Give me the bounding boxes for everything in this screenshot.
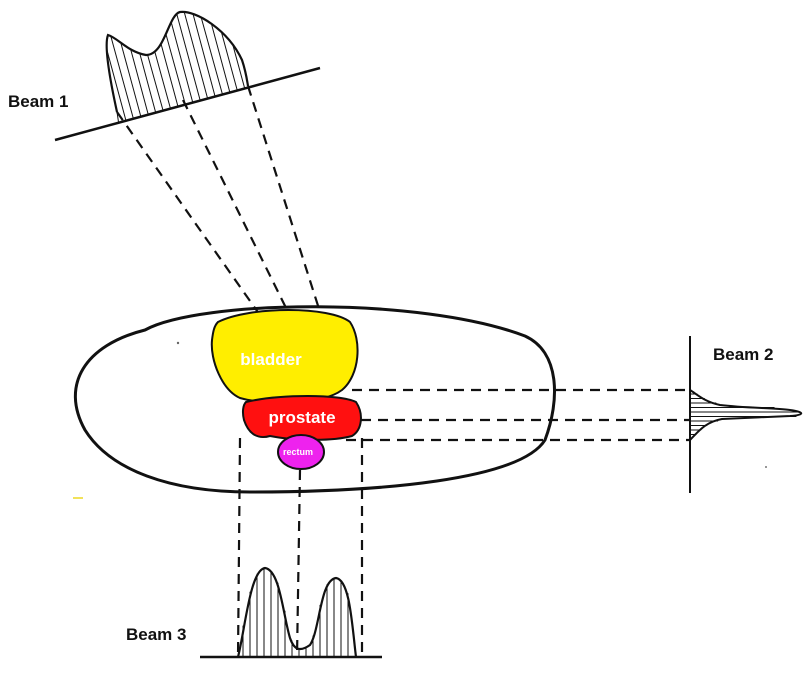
rectum-organ — [277, 434, 325, 470]
beam1-hatch-line — [160, 43, 179, 107]
beam1-hatch-line — [130, 49, 149, 115]
prostate-label: prostate — [268, 408, 335, 427]
beam1-hatch-line — [110, 35, 134, 119]
patient-body-outline — [73, 305, 556, 494]
beam1-hatch-line — [183, 11, 209, 99]
beam3-rays — [236, 437, 364, 658]
dot-mark — [765, 466, 767, 468]
dot-mark — [176, 341, 180, 345]
beam1-label: Beam 1 — [8, 92, 68, 111]
beam1-hatch-line — [232, 44, 246, 89]
beam1-hatch-line — [120, 42, 142, 117]
prostate-organ — [241, 395, 362, 441]
bladder-label: bladder — [240, 350, 302, 369]
beam3-label: Beam 3 — [126, 625, 186, 644]
beam3-profile — [236, 566, 358, 658]
beam1-hatch-line — [210, 23, 231, 93]
beam2-rays — [344, 388, 690, 442]
beam1-hatch-line — [154, 51, 171, 109]
beam1-hatch-line — [192, 13, 216, 97]
beam1-detector-line — [54, 66, 321, 142]
beam2-profile — [689, 389, 803, 441]
beam1-hatch-line — [139, 53, 157, 113]
beam1-hatch-line — [106, 49, 127, 121]
beam1-hatch-line — [176, 13, 201, 101]
beam1-profile — [105, 10, 250, 113]
rectum-label: rectum — [283, 447, 313, 457]
beam1-hatch-line — [220, 31, 238, 91]
beam1-hatch-line — [147, 54, 164, 111]
beam1-hatch-line — [200, 17, 223, 95]
beam1-hatch-line — [170, 21, 194, 103]
beam1-rays — [116, 85, 322, 319]
beam2-label: Beam 2 — [713, 345, 773, 364]
beam1-hatch-line — [165, 33, 186, 105]
